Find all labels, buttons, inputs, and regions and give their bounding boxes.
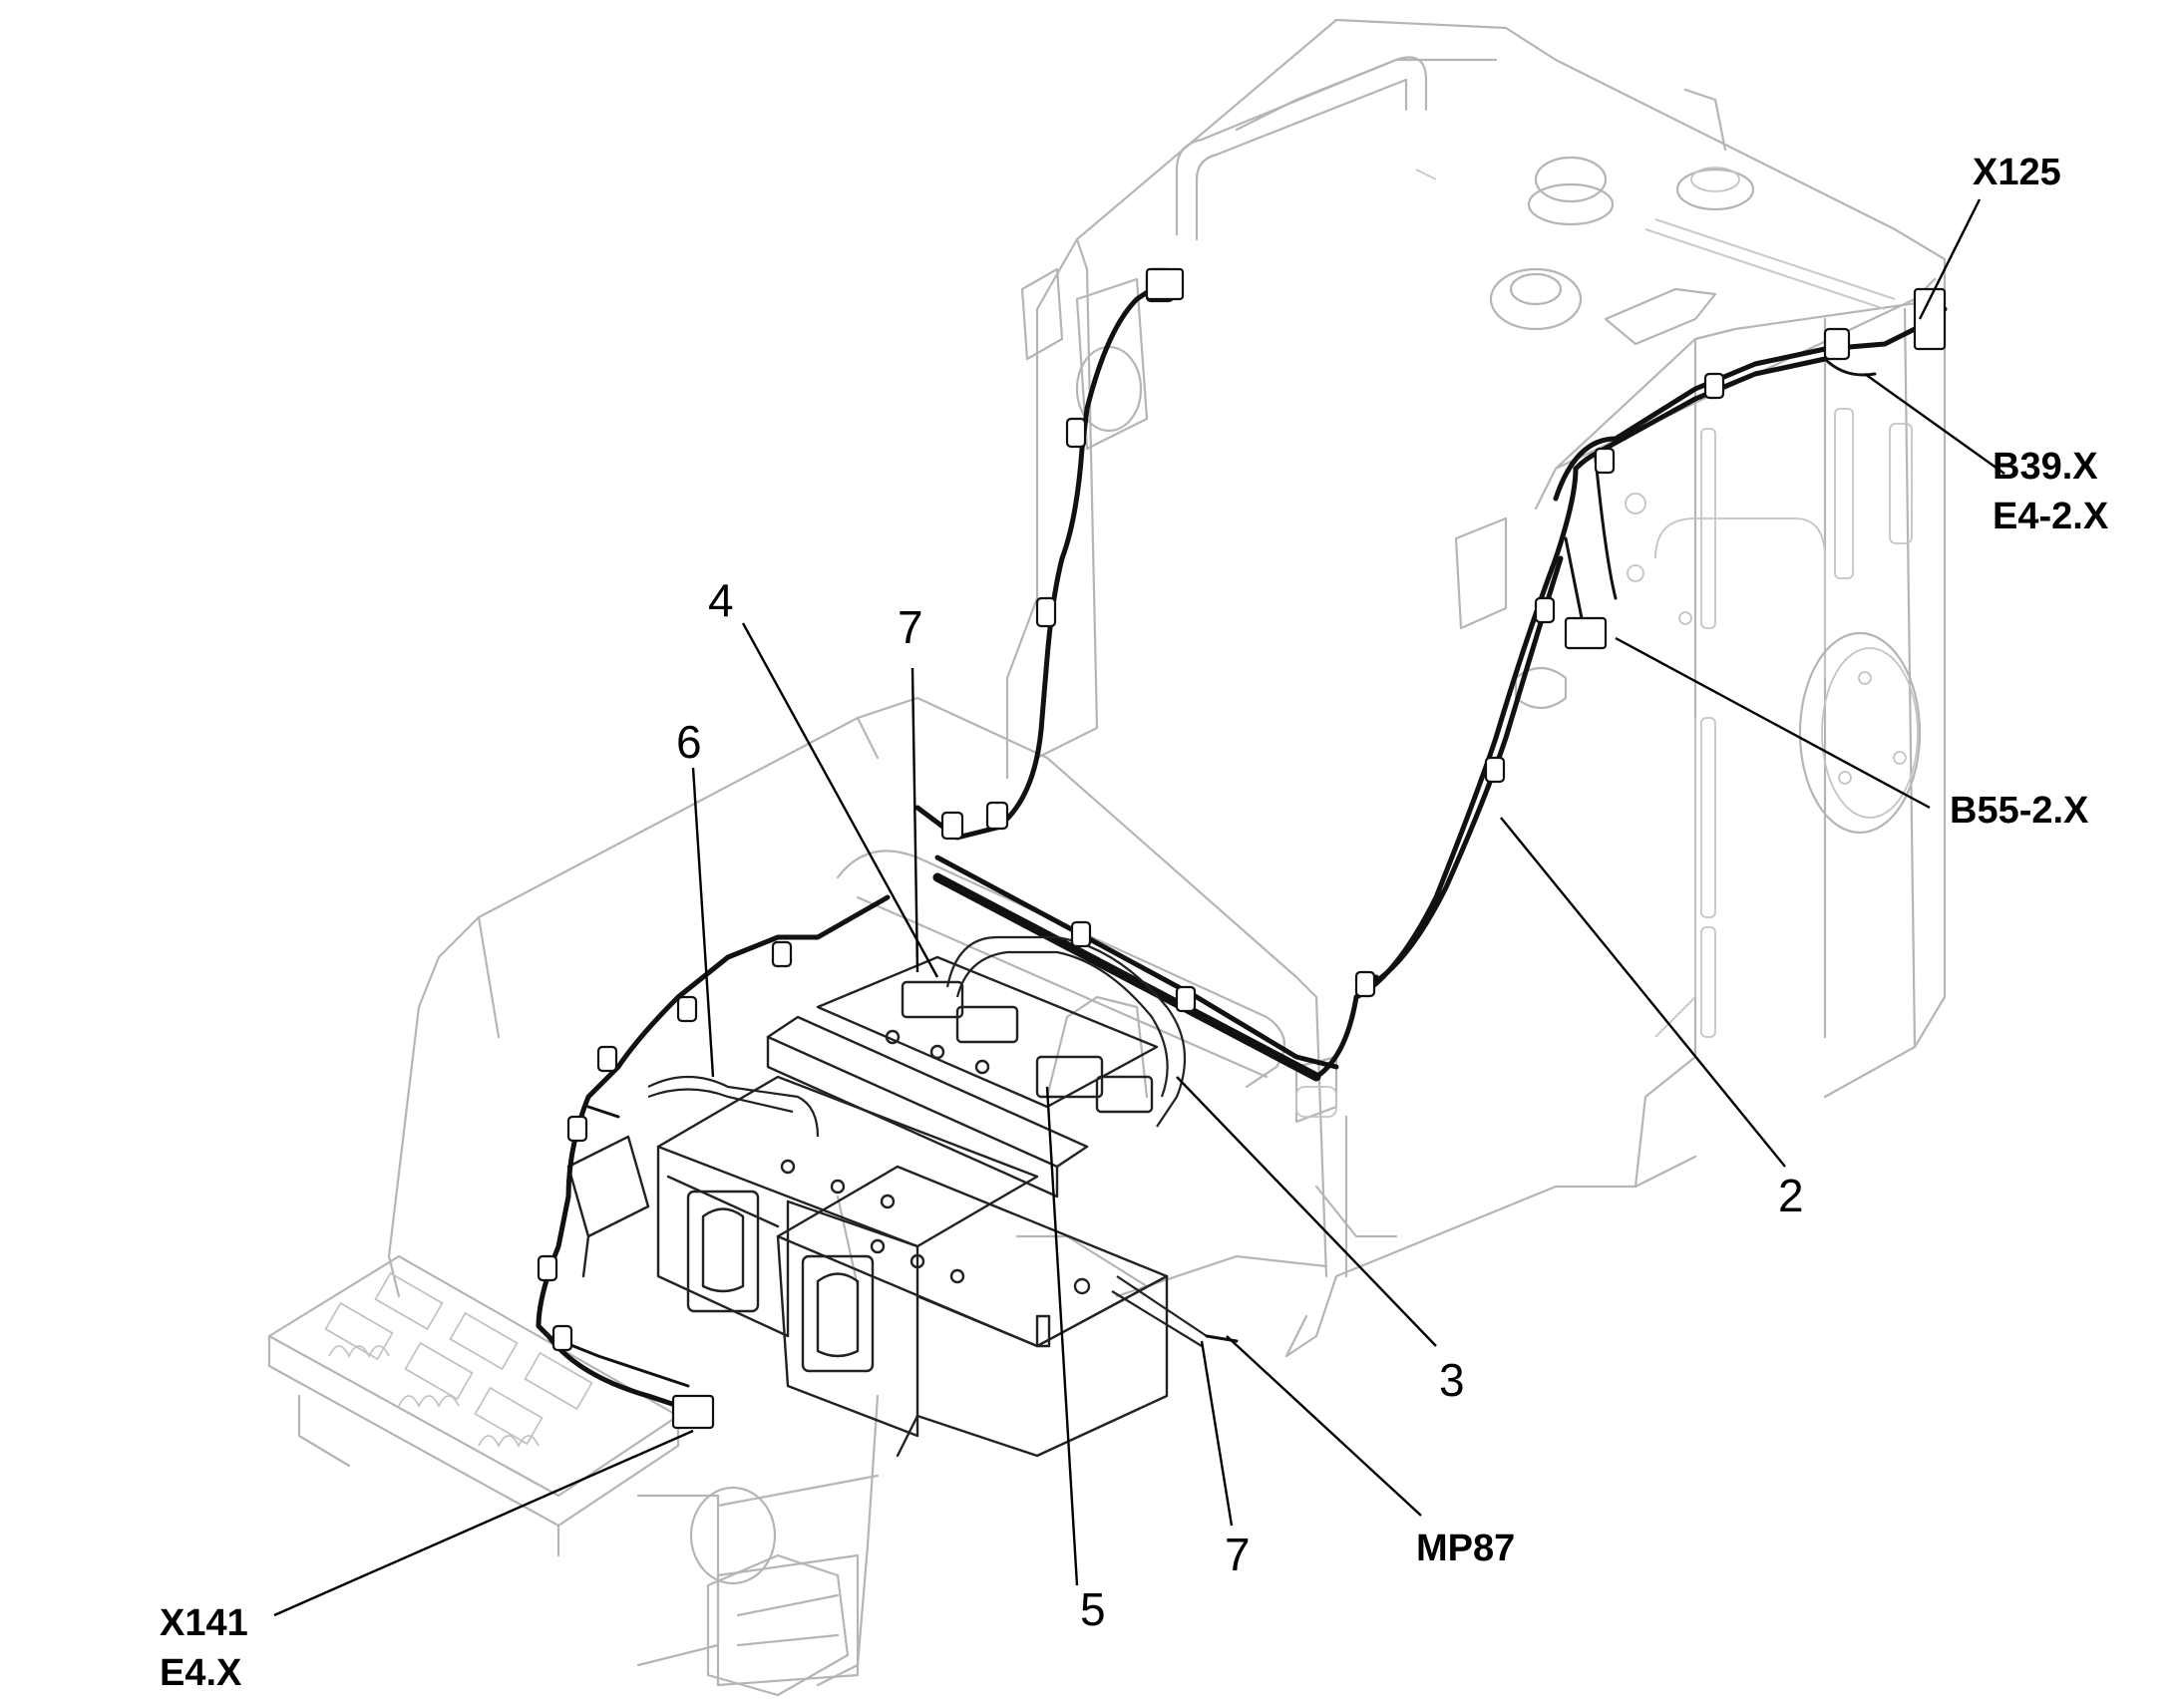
leader-b55-2	[1615, 636, 1931, 810]
label-item-6: 6	[676, 716, 702, 768]
callout-labels: X125 B39.X E4-2.X B55-2.X X141 E4.X MP87…	[160, 152, 2109, 1694]
label-b39-x: B39.X	[1993, 446, 2098, 488]
leader-lines	[273, 198, 2005, 1617]
label-item-7-bottom: 7	[1225, 1529, 1251, 1580]
label-x141: X141	[160, 1602, 248, 1644]
machine-frame	[267, 18, 1947, 1697]
leader-7-top	[910, 667, 919, 973]
leader-mp87	[1226, 1335, 1422, 1517]
label-item-3: 3	[1439, 1354, 1465, 1406]
leader-b39-e4-2	[1864, 373, 2005, 475]
label-item-7-top: 7	[898, 601, 923, 653]
label-x125: X125	[1973, 152, 2061, 193]
wiring-harness	[536, 267, 1948, 1430]
label-e4-2-x: E4-2.X	[1993, 496, 2109, 537]
label-mp87: MP87	[1416, 1528, 1515, 1569]
leader-5	[1045, 1086, 1079, 1586]
label-e4-x: E4.X	[160, 1652, 242, 1694]
label-item-2: 2	[1778, 1170, 1804, 1221]
leader-x125	[1918, 198, 1982, 320]
label-item-5: 5	[1080, 1583, 1106, 1635]
battery-pack	[566, 955, 1169, 1458]
label-item-4: 4	[708, 574, 734, 626]
leader-4	[741, 622, 939, 978]
leader-6	[691, 767, 715, 1078]
leader-2	[1500, 817, 1786, 1168]
leader-7-bottom	[1200, 1340, 1234, 1527]
leader-x141-e4	[273, 1429, 694, 1617]
label-b55-2-x: B55-2.X	[1950, 790, 2089, 832]
leader-3	[1176, 1076, 1437, 1347]
